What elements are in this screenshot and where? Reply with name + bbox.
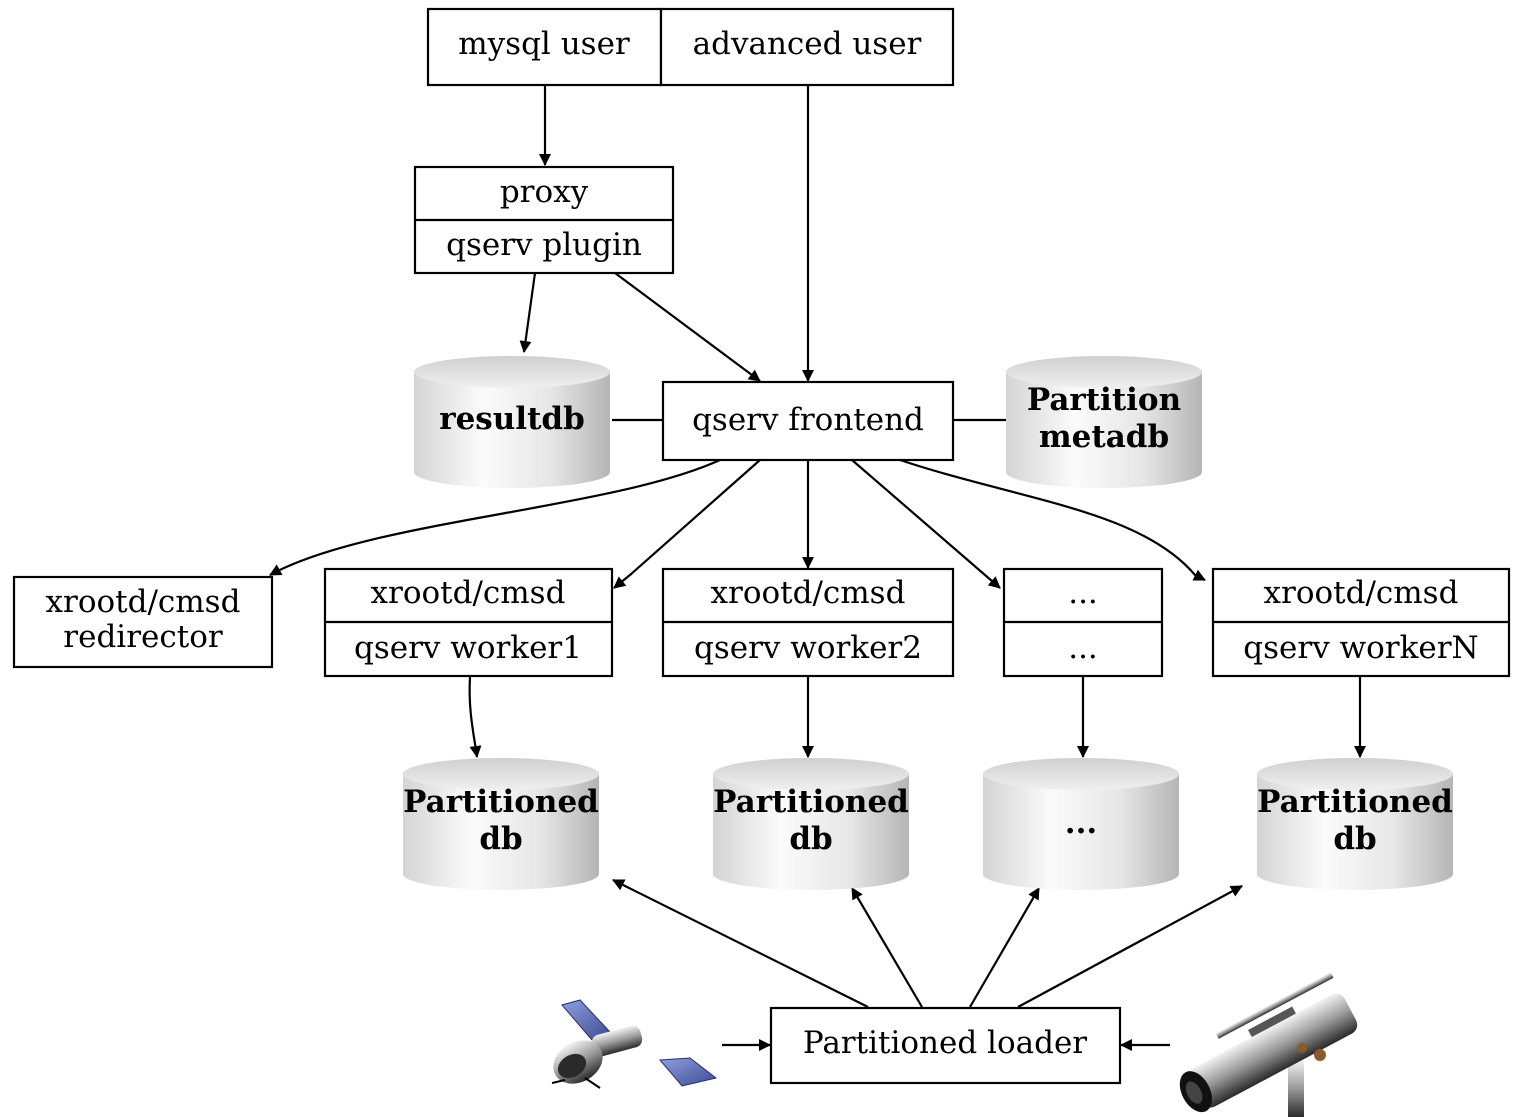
workerdots-node: ... ... bbox=[1002, 567, 1164, 678]
redirector-node: xrootd/cmsd redirector bbox=[12, 575, 274, 669]
pdb2-label-1: Partitioned bbox=[713, 784, 909, 820]
mysql-user-label: mysql user bbox=[458, 26, 630, 62]
edge-worker1-pdb1 bbox=[468, 676, 482, 758]
edge-frontend-redirector bbox=[269, 458, 721, 576]
redirector-label-1: xrootd/cmsd bbox=[46, 584, 241, 620]
pdbN-label-2: db bbox=[1333, 821, 1376, 857]
edge-frontend-workerN bbox=[899, 458, 1206, 581]
workerN-bottom-label: qserv workerN bbox=[1243, 630, 1478, 666]
workerN-top-label: xrootd/cmsd bbox=[1264, 575, 1459, 611]
mysql-user-node: mysql user bbox=[426, 7, 663, 87]
edge-plugin-resultdb bbox=[519, 272, 537, 353]
worker2-top-label: xrootd/cmsd bbox=[711, 575, 906, 611]
proxy-label: proxy bbox=[500, 174, 589, 210]
edge-frontend-workerdots bbox=[851, 459, 1001, 589]
worker1-bottom-label: qserv worker1 bbox=[354, 630, 582, 666]
resultdb-label: resultdb bbox=[439, 401, 585, 437]
edge-loader-pdb2 bbox=[851, 887, 923, 1008]
partitioned-db-N-cylinder: Partitioned db bbox=[1257, 758, 1453, 890]
pdbN-label-1: Partitioned bbox=[1257, 784, 1453, 820]
telescope-icon bbox=[1179, 972, 1358, 1117]
edge-frontend-worker1 bbox=[613, 459, 761, 589]
pdbdots-label: ... bbox=[1065, 805, 1097, 841]
advanced-user-label: advanced user bbox=[693, 26, 922, 62]
worker1-node: xrootd/cmsd qserv worker1 bbox=[323, 567, 614, 678]
edge-plugin-frontend bbox=[614, 272, 761, 382]
edge-loader-pdb1 bbox=[612, 879, 869, 1008]
qserv-frontend-node: qserv frontend bbox=[661, 380, 955, 462]
worker2-node: xrootd/cmsd qserv worker2 bbox=[661, 567, 955, 678]
partition-metadb-label-2: metadb bbox=[1039, 419, 1169, 455]
pdb2-label-2: db bbox=[789, 821, 832, 857]
edge-loader-pdbN bbox=[1017, 885, 1243, 1008]
partitioned-loader-node: Partitioned loader bbox=[769, 1006, 1122, 1085]
partitioned-loader-label: Partitioned loader bbox=[803, 1025, 1087, 1061]
qserv-plugin-label: qserv plugin bbox=[446, 227, 642, 263]
partition-metadb-label-1: Partition bbox=[1027, 382, 1181, 418]
redirector-label-2: redirector bbox=[63, 619, 223, 655]
edges bbox=[269, 85, 1366, 1051]
worker2-bottom-label: qserv worker2 bbox=[694, 630, 922, 666]
partitioned-db-2-cylinder: Partitioned db bbox=[713, 758, 909, 890]
partition-metadb-cylinder: Partition metadb bbox=[1006, 356, 1202, 488]
workerN-node: xrootd/cmsd qserv workerN bbox=[1211, 567, 1511, 678]
pdb1-label-1: Partitioned bbox=[403, 784, 599, 820]
pdb1-label-2: db bbox=[479, 821, 522, 857]
edge-loader-pdbdots bbox=[969, 887, 1040, 1008]
partitioned-db-1-cylinder: Partitioned db bbox=[403, 758, 599, 890]
qserv-frontend-label: qserv frontend bbox=[692, 402, 924, 438]
resultdb-cylinder: resultdb bbox=[414, 356, 610, 488]
workerdots-bottom-label: ... bbox=[1068, 630, 1098, 666]
advanced-user-node: advanced user bbox=[659, 7, 955, 87]
partitioned-db-dots-cylinder: ... bbox=[983, 758, 1179, 890]
satellite-icon bbox=[551, 999, 718, 1089]
worker1-top-label: xrootd/cmsd bbox=[371, 575, 566, 611]
workerdots-top-label: ... bbox=[1068, 575, 1098, 611]
proxy-node: proxy qserv plugin bbox=[413, 165, 675, 275]
